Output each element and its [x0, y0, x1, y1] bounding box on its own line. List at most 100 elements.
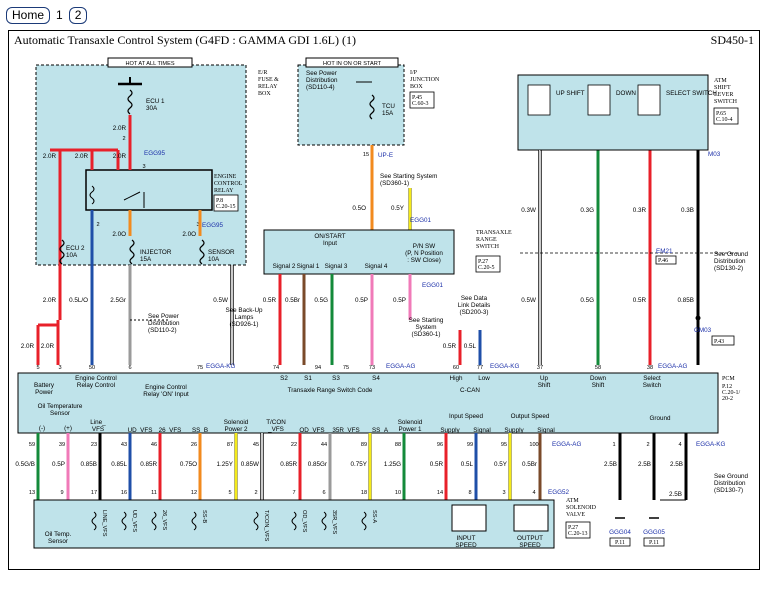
conn-egg52: EGG52: [548, 489, 569, 496]
sol-pin-3: 16: [121, 490, 127, 496]
page-2-button[interactable]: 2: [68, 6, 88, 24]
pcm-bot-pin-9: 44: [321, 442, 327, 448]
sol-coil-5: [291, 511, 297, 531]
conn-ggg-1: GGG05: [643, 529, 665, 536]
ref-starting-top-1: (SD360-1): [380, 180, 409, 187]
pcm-ssb: SS_B: [192, 427, 208, 434]
pin-relay-b3: 3: [196, 222, 199, 228]
sol-coil-label-6: 35R_VFS: [331, 510, 337, 535]
wire-lbl-canl: 0.5L: [464, 343, 477, 350]
diagram-title: Automatic Transaxle Control System (G4FD…: [14, 33, 356, 47]
sol-pin-1: 9: [60, 490, 63, 496]
pcm-ssa: SS_A: [372, 427, 389, 434]
pcm-s3: S4: [372, 375, 380, 382]
solenoid-ref-0: P.27: [568, 525, 578, 531]
conn-egga-kg2: EGGA-KG: [490, 363, 519, 370]
conn-egg01a: EGG01: [410, 217, 431, 224]
wire-low-lbl-7: 0.85W: [241, 461, 259, 468]
wire-low-lbl-12: 0.5R: [430, 461, 444, 468]
pcm-down-1: Shift: [592, 382, 605, 389]
pcm-bot-pin-2: 23: [91, 442, 97, 448]
ecu1-fuse: [127, 89, 133, 115]
sol-pin-13: 8: [468, 490, 471, 496]
ref-backup-2: (SD926-1): [229, 321, 258, 328]
wire-lbl-dn2: 0.5G: [580, 297, 594, 304]
trs-psw-1: (P, N Position: [405, 250, 443, 257]
sol-coil-3: [191, 511, 197, 531]
p11-box-1: [643, 537, 665, 547]
ref-ground-bottom-1: Distribution: [714, 480, 746, 487]
relay-ref-box: [213, 194, 239, 212]
ref-datalink-1: Link Details: [458, 302, 491, 309]
ref-starting-mid-1: System: [416, 324, 437, 331]
output-speed-sensor: [513, 504, 549, 532]
pcm-plus: (+): [64, 425, 72, 432]
sol-coil-4: [253, 511, 259, 531]
trs-label-2: SWITCH: [476, 244, 500, 250]
sol-coil-1: [121, 511, 127, 531]
sol-pin-7: 2: [254, 490, 257, 496]
ecu1-rating: 30A: [146, 105, 158, 112]
wire-low-lbl-17: 2.5B: [638, 461, 651, 468]
sol-input-0: INPUT: [457, 535, 476, 542]
pcm-26: 26_VFS: [159, 427, 182, 434]
home-button[interactable]: Home: [6, 6, 51, 24]
wire-low-lbl-1: 0.5P: [52, 461, 65, 468]
conn-egg01b: EGG01: [422, 282, 443, 289]
conn-m03: M03: [708, 151, 721, 158]
ref-ground-bottom-2: (SD130-7): [714, 487, 743, 494]
pcm-sol1-0: Solenoid: [398, 419, 423, 426]
wire-low-lbl-4: 0.85R: [140, 461, 157, 468]
sol-oil-1: Sensor: [48, 538, 68, 545]
trs-label-1: RANGE: [476, 237, 497, 243]
relay-ref-1: C.20-15: [216, 204, 236, 210]
pcm-ref-1: C.20-1/: [722, 390, 741, 396]
current-page-number: 1: [56, 8, 63, 22]
ij-box-label-0: I/P: [410, 70, 418, 76]
pcm-ecr-on-0: Engine Control: [145, 384, 187, 391]
pin-relay-3: 3: [142, 164, 145, 170]
wire-lbl-w: 0.5W: [213, 297, 228, 304]
sol-pin-12: 14: [437, 490, 443, 496]
conn-p11-1: P.11: [649, 540, 659, 546]
sol-pin-14: 3: [502, 490, 505, 496]
pcm-select-0: Select: [643, 375, 661, 382]
tcu-fuse: [369, 94, 375, 120]
conn-p46: P.46: [658, 258, 668, 264]
inj-name: INJECTOR: [140, 249, 172, 256]
shift-label-0: UP SHIFT: [556, 90, 585, 97]
pcm-output: Output Speed: [511, 413, 550, 420]
solenoid-ref-1: C.20-13: [568, 531, 588, 537]
hot-on-tag: [305, 57, 399, 68]
wire-lbl-s4: 0.5P: [355, 297, 368, 304]
atm-shift-label-1: SHIFT: [714, 85, 731, 91]
sen-rating: 10A: [208, 256, 220, 263]
wire-low-lbl-8: 0.85R: [280, 461, 297, 468]
atm-shift-label-3: SWITCH: [714, 99, 738, 105]
pcm-bot-pin-10: 89: [361, 442, 367, 448]
wire-low-lbl-6: 1.25Y: [217, 461, 234, 468]
trs-ref-0: P.27: [478, 259, 488, 265]
pcm-in-supply: Supply: [440, 427, 460, 434]
conn-egga-ag2: EGGA-AG: [658, 363, 687, 370]
pcm-bot-pin-16: 1: [612, 442, 615, 448]
wire-low-lbl-15: 0.5Br: [522, 461, 537, 468]
wire-low-lbl-14: 0.5Y: [494, 461, 508, 468]
sol-pin-6: 5: [228, 490, 231, 496]
ref-datalink-0: See Data: [461, 295, 488, 302]
pcm-top-pin-8: 73: [369, 365, 375, 371]
ref-power-mid-0: See Power: [148, 313, 179, 320]
pcm-top-pin-0: 5: [36, 365, 39, 371]
shift-sw-1: [587, 84, 611, 116]
pcm-od: OD_VFS: [299, 427, 324, 434]
wire-lbl-sel2: 0.5R: [633, 297, 647, 304]
solenoid-label-2: VALVE: [566, 512, 585, 518]
conn-ggg-0: GGG04: [609, 529, 631, 536]
pcm-out-supply: Supply: [504, 427, 524, 434]
ij-ref-1: C.60-3: [412, 101, 429, 107]
sol-input-1: SPEED: [455, 542, 477, 549]
trs-ref-1: C.20-5: [478, 265, 495, 271]
ecu2-name: ECU 2: [66, 245, 85, 252]
ij-box-label-2: BOX: [410, 84, 423, 90]
